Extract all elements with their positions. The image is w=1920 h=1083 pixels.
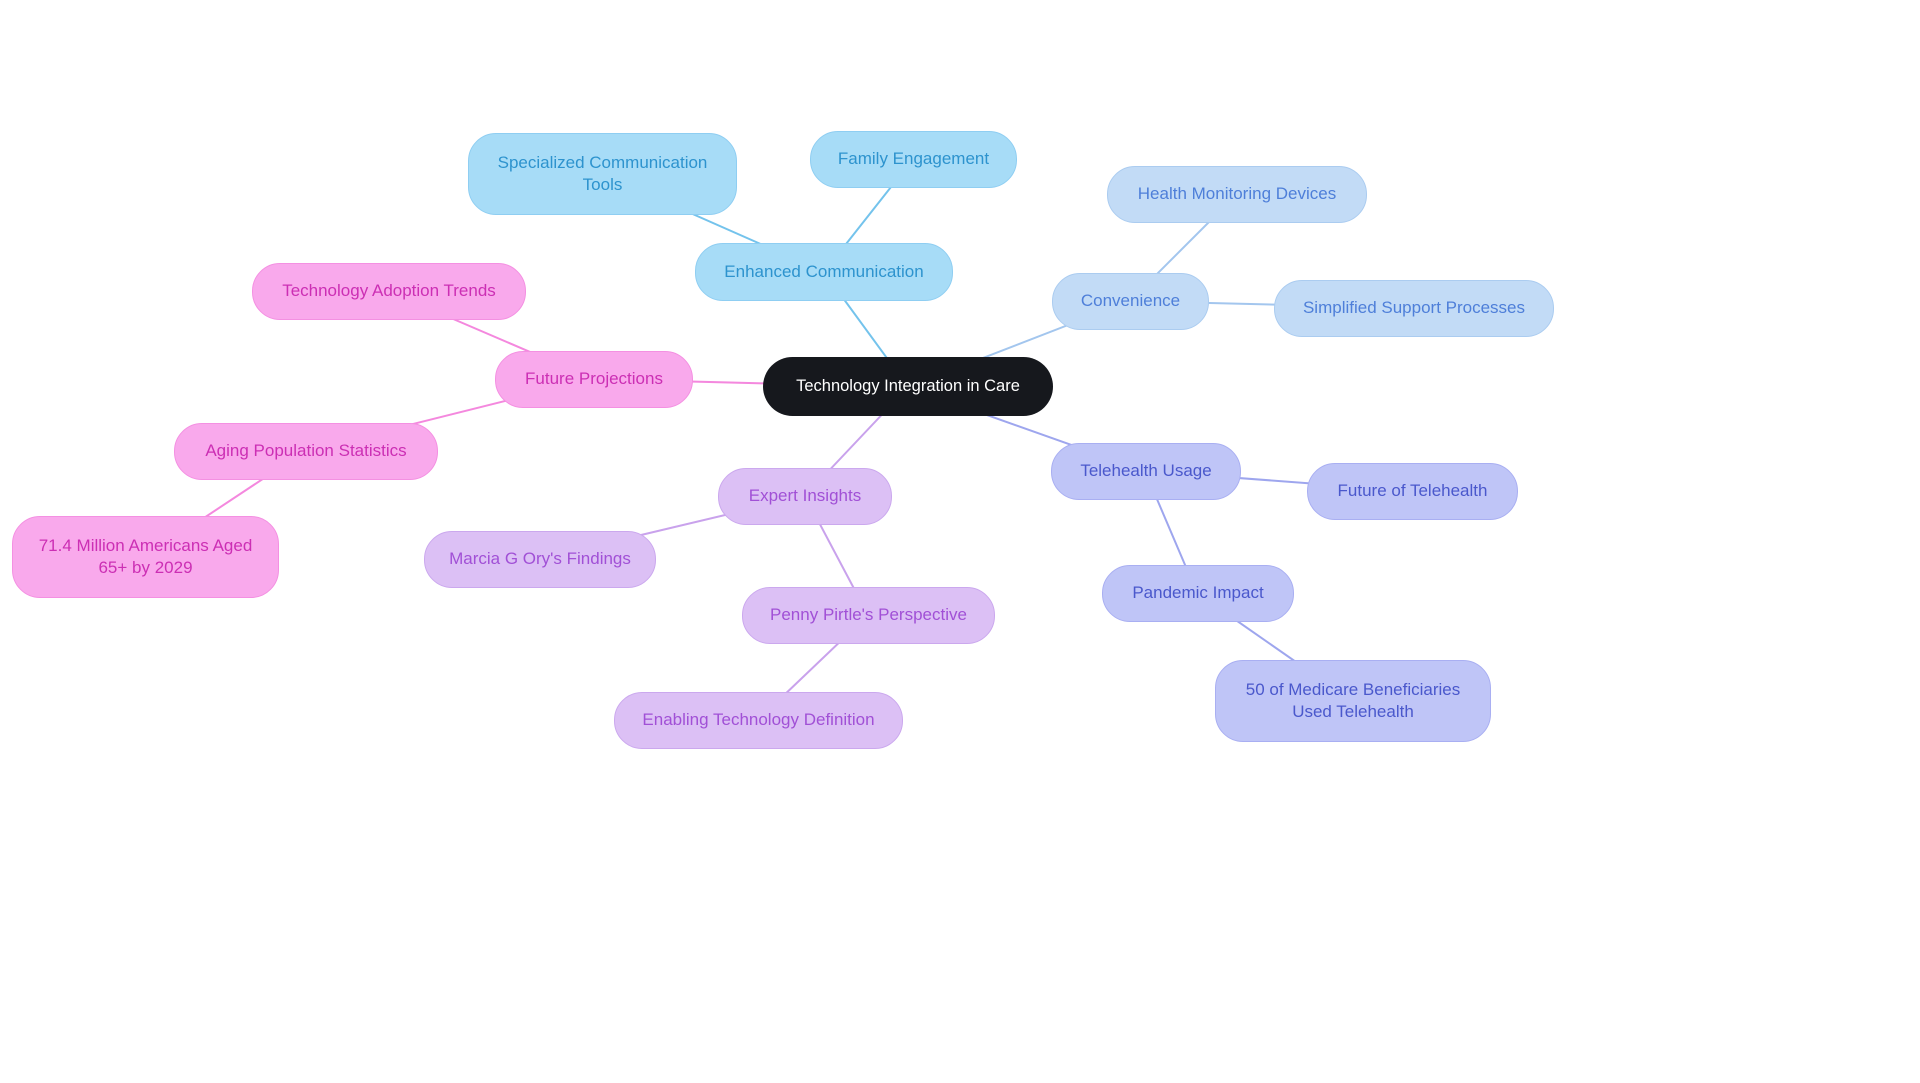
node-family-engagement[interactable]: Family Engagement [810,131,1017,188]
node-future-of-telehealth[interactable]: Future of Telehealth [1307,463,1518,520]
node-marcia-g-ory-findings[interactable]: Marcia G Ory's Findings [424,531,656,588]
node-telehealth-usage[interactable]: Telehealth Usage [1051,443,1241,500]
node-expert-insights[interactable]: Expert Insights [718,468,892,525]
node-technology-adoption-trends[interactable]: Technology Adoption Trends [252,263,526,320]
node-simplified-support-processes[interactable]: Simplified Support Processes [1274,280,1554,337]
node-health-monitoring-devices[interactable]: Health Monitoring Devices [1107,166,1367,223]
node-americans-aged-65-plus-by-2029[interactable]: 71.4 Million Americans Aged 65+ by 2029 [12,516,279,598]
node-enabling-technology-definition[interactable]: Enabling Technology Definition [614,692,903,749]
node-future-projections[interactable]: Future Projections [495,351,693,408]
node-root-technology-integration-in-care[interactable]: Technology Integration in Care [763,357,1053,416]
node-enhanced-communication[interactable]: Enhanced Communication [695,243,953,301]
node-pandemic-impact[interactable]: Pandemic Impact [1102,565,1294,622]
node-convenience[interactable]: Convenience [1052,273,1209,330]
node-specialized-communication-tools[interactable]: Specialized Communication Tools [468,133,737,215]
node-penny-pirtle-perspective[interactable]: Penny Pirtle's Perspective [742,587,995,644]
node-medicare-beneficiaries-used-telehealth[interactable]: 50 of Medicare Beneficiaries Used Telehe… [1215,660,1491,742]
node-aging-population-statistics[interactable]: Aging Population Statistics [174,423,438,480]
